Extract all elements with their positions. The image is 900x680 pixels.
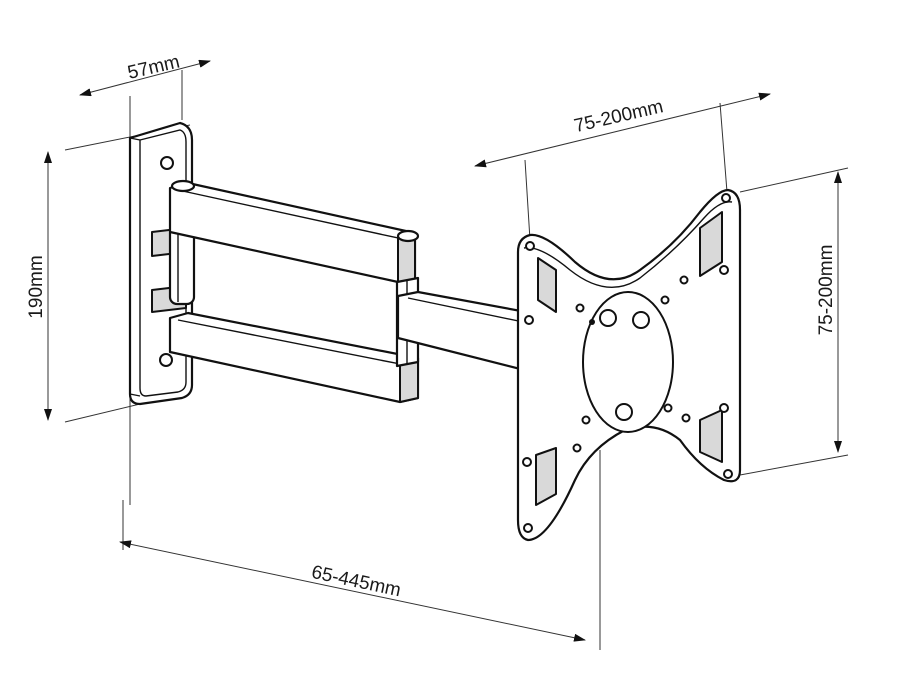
slot-bottom-left: [535, 447, 557, 506]
dim-line-extension: [119, 540, 586, 642]
dim-line-vesa-width: [474, 92, 771, 168]
label-plate-depth: 57mm: [126, 51, 182, 83]
dimension-lines: [44, 59, 842, 642]
slot-top-right: [699, 211, 723, 277]
vesa-hole-top-right: [721, 193, 731, 203]
upper-arm: [168, 179, 420, 284]
vesa-hole-lower-left: [522, 457, 532, 467]
vesa-center-opening: [582, 291, 674, 433]
vesa-hole-bottom-right: [723, 469, 733, 479]
label-extension: 65-445mm: [310, 562, 403, 601]
label-plate-height: 190mm: [26, 255, 47, 318]
vesa-plate: [516, 188, 742, 542]
label-vesa-height: 75-200mm: [816, 245, 837, 336]
slot-top-left: [537, 257, 557, 313]
plate-screw-hole-top: [160, 156, 174, 170]
vesa-hole-top-left: [525, 241, 535, 251]
lower-arm: [168, 311, 420, 404]
plate-screw-hole-bottom: [159, 353, 173, 367]
dim-line-57: [79, 59, 211, 97]
slot-bottom-right: [699, 409, 723, 463]
vesa-hole-bottom-left: [523, 523, 533, 533]
vesa-hole-lower-right: [719, 403, 729, 413]
vesa-hole-mid-right: [719, 265, 729, 275]
vesa-hole-mid-left: [524, 315, 534, 325]
